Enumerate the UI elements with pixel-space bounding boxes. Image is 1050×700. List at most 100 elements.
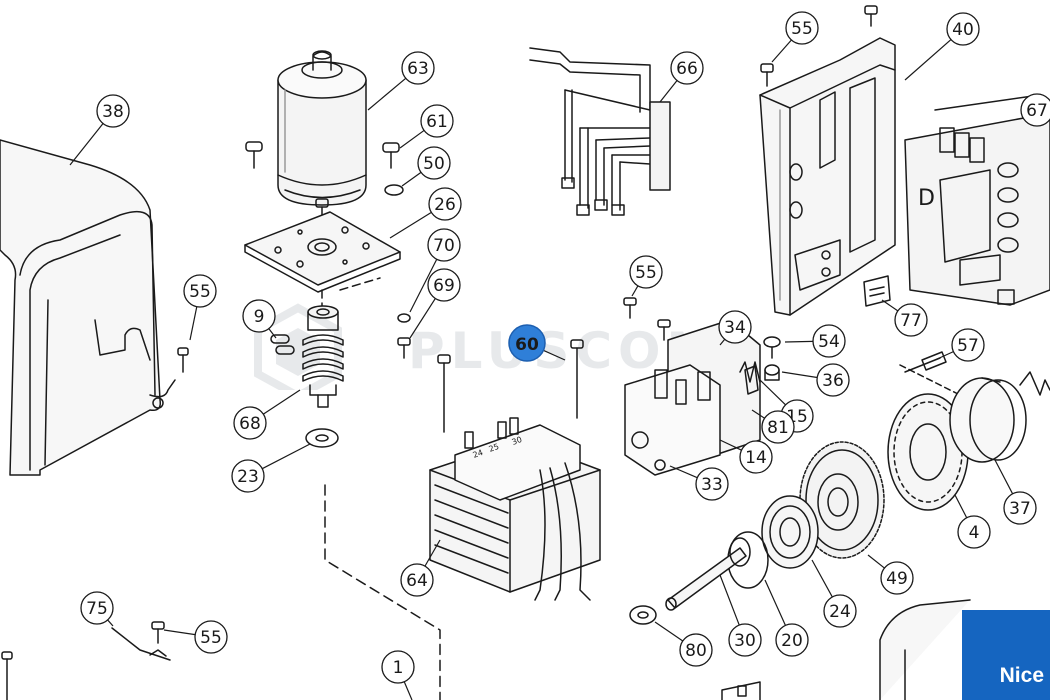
leader-line-54 xyxy=(784,340,814,343)
screw-55-middle xyxy=(623,297,671,341)
control-board-part: D xyxy=(904,94,1050,306)
callout-14: 14 xyxy=(739,440,773,474)
callout-23: 23 xyxy=(231,459,265,493)
callout-67: 67 xyxy=(1020,93,1050,127)
transformer-terminal-label: 30 xyxy=(511,435,524,447)
leader-line-14 xyxy=(719,439,742,451)
callout-57: 57 xyxy=(951,328,985,362)
callout-label: 75 xyxy=(86,599,108,619)
spring-right xyxy=(1019,371,1050,396)
leader-line-55 xyxy=(631,285,639,297)
callout-circle xyxy=(427,268,461,302)
leader-lines xyxy=(69,39,1046,700)
gear-49-part xyxy=(799,441,885,559)
callout-circle xyxy=(231,459,265,493)
leader-line-63 xyxy=(367,77,407,111)
callout-circle xyxy=(508,324,546,362)
callout-37: 37 xyxy=(1003,491,1037,525)
board-logo-icon: D xyxy=(918,186,935,211)
callout-label: 40 xyxy=(952,20,974,40)
leader-line-49 xyxy=(867,554,885,569)
leader-line-81 xyxy=(751,409,765,419)
callout-circle xyxy=(242,299,276,333)
callout-label: 70 xyxy=(433,236,455,256)
callout-label: 49 xyxy=(886,569,908,589)
callout-54: 54 xyxy=(812,324,846,358)
leader-line-60 xyxy=(541,348,566,361)
worm-shaft-part xyxy=(302,305,344,408)
housing-bottom-right xyxy=(879,599,971,700)
callout-55: 55 xyxy=(183,274,217,308)
callout-label: 30 xyxy=(734,631,756,651)
callout-36: 36 xyxy=(816,363,850,397)
callout-circle xyxy=(785,11,819,45)
callout-24: 24 xyxy=(823,594,857,628)
callout-label: 1 xyxy=(393,658,404,678)
callout-label: 69 xyxy=(433,276,455,296)
callout-circle xyxy=(957,515,991,549)
screw-55-top xyxy=(760,5,878,87)
leader-line-20 xyxy=(764,579,786,626)
leader-line-55 xyxy=(771,39,792,63)
callout-label: 77 xyxy=(900,311,922,331)
callout-70: 70 xyxy=(427,228,461,262)
callout-circle xyxy=(400,563,434,597)
leader-line-26 xyxy=(389,211,432,239)
leader-line-68 xyxy=(263,389,301,415)
callout-label: 23 xyxy=(237,467,259,487)
callout-label: 55 xyxy=(791,19,813,39)
callout-label: 24 xyxy=(829,602,851,622)
callout-label: 54 xyxy=(818,332,840,352)
leader-line-69 xyxy=(409,298,436,339)
callout-label: 9 xyxy=(254,307,265,327)
callout-circle xyxy=(739,440,773,474)
callout-80: 80 xyxy=(679,633,713,667)
callout-circle xyxy=(679,633,713,667)
leader-line-40 xyxy=(904,39,952,81)
callout-55: 55 xyxy=(785,11,819,45)
leader-line-37 xyxy=(994,459,1014,495)
leader-line-77 xyxy=(881,299,899,312)
callout-circle xyxy=(194,620,228,654)
callout-circle xyxy=(427,228,461,262)
callout-label: 60 xyxy=(515,335,539,355)
spring-15 xyxy=(739,361,761,383)
callout-circle xyxy=(1003,491,1037,525)
callout-circle xyxy=(695,467,729,501)
motor-part xyxy=(277,50,367,206)
callout-label: 66 xyxy=(676,59,698,79)
leader-line-64 xyxy=(424,539,441,567)
transformer-part xyxy=(429,417,601,601)
callout-label: 50 xyxy=(423,154,445,174)
leader-line-24 xyxy=(811,559,833,598)
callout-label: 64 xyxy=(406,571,428,591)
callout-38: 38 xyxy=(96,94,130,128)
bearing-24-part xyxy=(761,495,819,569)
callout-circle xyxy=(1020,93,1050,127)
leader-line-80 xyxy=(654,621,684,642)
ring-37 xyxy=(949,377,1027,463)
leader-line-33 xyxy=(669,465,698,479)
callout-50: 50 xyxy=(417,146,451,180)
callout-circle xyxy=(812,324,846,358)
washer-70 xyxy=(397,313,411,323)
callout-20: 20 xyxy=(775,623,809,657)
callout-label: 55 xyxy=(635,263,657,283)
callout-circle xyxy=(80,591,114,625)
callout-circle xyxy=(775,623,809,657)
callout-label: 33 xyxy=(701,475,723,495)
screw-69 xyxy=(397,337,411,359)
callout-9: 9 xyxy=(242,299,276,333)
limit-switch-assembly-part xyxy=(624,319,761,476)
callout-circle xyxy=(951,328,985,362)
callout-33: 33 xyxy=(695,467,729,501)
leader-line-34 xyxy=(719,338,726,346)
callout-circle xyxy=(420,104,454,138)
callout-circle xyxy=(761,410,795,444)
callout-label: 36 xyxy=(822,371,844,391)
pins-9 xyxy=(270,334,295,355)
brand-name: Nice xyxy=(999,664,1044,687)
callout-69: 69 xyxy=(427,268,461,302)
callout-circle xyxy=(629,255,663,289)
